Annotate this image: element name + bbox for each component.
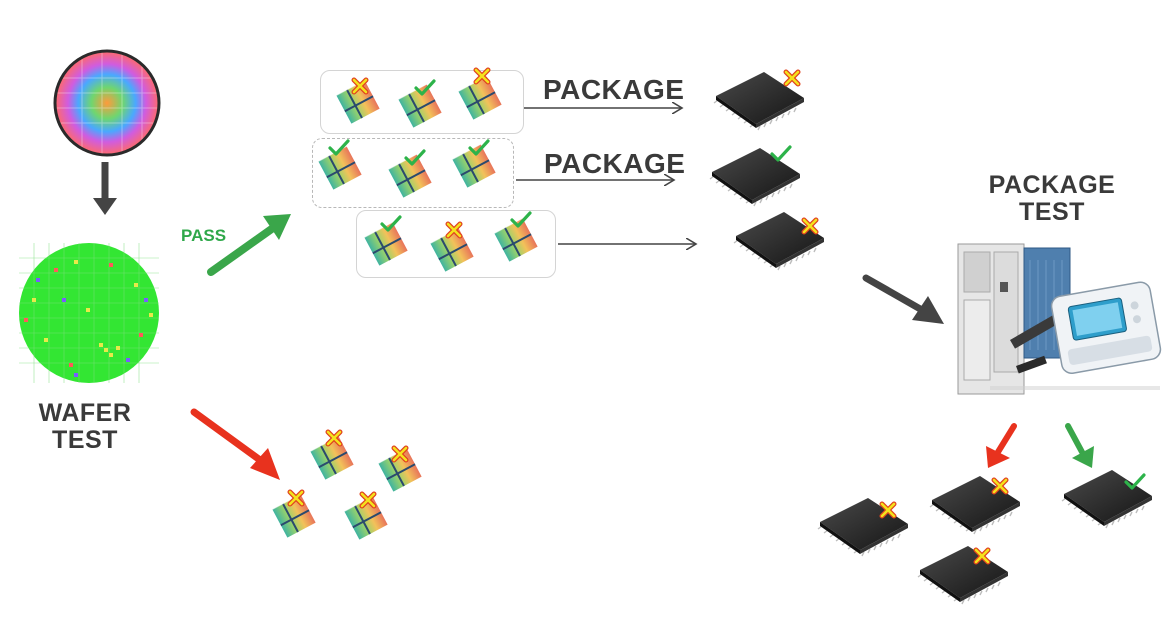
- rejected-dies: [271, 420, 423, 541]
- packaged-chip-icon: [929, 475, 1021, 535]
- down-arrow-icon: [93, 162, 117, 215]
- final-chip-fail-1: [817, 497, 909, 557]
- final-chip-fail-3: [917, 545, 1009, 605]
- pass-label: PASS: [181, 226, 227, 245]
- cross-icon: [786, 72, 798, 84]
- pass-arrow-icon: [207, 214, 291, 276]
- final-chip-fail-2: [929, 475, 1021, 535]
- package-test-label-line1: PACKAGE: [988, 171, 1116, 199]
- package-tester-machine-icon: [957, 243, 1162, 395]
- to-tester-arrow-icon: [862, 274, 944, 324]
- fail-arrow-icon: [190, 408, 280, 480]
- packaged-chip-icon: [709, 147, 801, 207]
- package-test-label-line2: TEST: [1019, 198, 1085, 226]
- package-pass-arrow-icon: [1065, 423, 1094, 468]
- wafer-map-icon: [19, 243, 159, 383]
- packaged-chip-icon: [917, 545, 1009, 605]
- wafer-test-label-line1: WAFER: [38, 399, 132, 427]
- wafer-test-label: WAFER TEST: [10, 400, 160, 454]
- packaged-chip-2: [709, 145, 801, 207]
- package-fail-arrow-icon: [986, 423, 1017, 468]
- packaged-chip-1: [713, 66, 805, 131]
- wafer-icon: [53, 49, 161, 157]
- wafer-test-label-line2: TEST: [52, 426, 118, 454]
- final-chip-pass: [1061, 469, 1153, 529]
- packaged-chip-3: [733, 211, 825, 271]
- package-label-1: PACKAGE: [543, 74, 685, 105]
- packaged-chip-icon: [733, 211, 825, 271]
- package-label-2: PACKAGE: [544, 148, 686, 179]
- check-icon: [770, 145, 792, 162]
- package-test-label: PACKAGE TEST: [966, 172, 1138, 226]
